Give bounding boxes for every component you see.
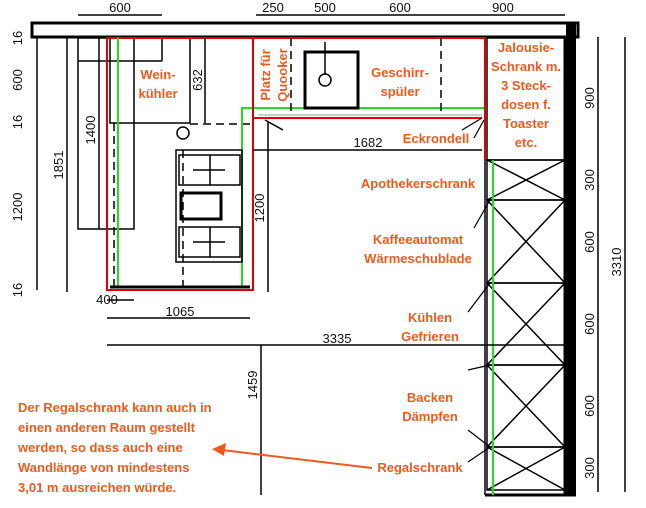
label-weinkuehler: kühler (138, 86, 177, 101)
note-text-line: werden, so dass auch eine (17, 440, 183, 455)
label-kuehlen: Kühlen (408, 310, 452, 325)
label-jalousie-schrank: Toaster (503, 116, 549, 131)
leader-lines (461, 117, 491, 463)
label-jalousie-schrank: dosen f. (501, 97, 551, 112)
note-text-line: einen anderen Raum gestellt (18, 420, 196, 435)
dim-top-600b: 600 (389, 0, 411, 15)
dim-1200: 1200 (252, 194, 267, 223)
dim-3335: 3335 (323, 331, 352, 346)
dim-1851: 1851 (51, 151, 66, 180)
label-backen: Backen (407, 390, 453, 405)
dim-right: 300 (582, 169, 597, 191)
dim-top-500: 500 (314, 0, 336, 15)
dim-left: 16 (10, 31, 25, 45)
label-quooker: Quooker (275, 48, 290, 101)
dim-right: 300 (582, 457, 597, 479)
label-weinkuehler: Wein- (140, 67, 175, 82)
note-text-line: Wandlänge von mindestens (18, 460, 189, 475)
label-daempfen: Dämpfen (402, 409, 458, 424)
label-regalschrank: Regalschrank (377, 460, 463, 475)
label-jalousie-schrank: Jalousie- (498, 40, 554, 55)
dim-left: 16 (10, 115, 25, 129)
label-geschirrspueler: Geschirr- (371, 65, 429, 80)
label-geschirrspueler: spüler (380, 84, 419, 99)
label-waermeschublade: Wärmeschublade (364, 251, 472, 266)
tall-cabinet-cell (486, 364, 566, 448)
dim-left: 600 (10, 69, 25, 91)
label-jalousie-schrank: etc. (515, 135, 537, 150)
sink-run (252, 37, 486, 160)
dim-1400: 1400 (83, 116, 98, 145)
dim-632: 632 (190, 69, 205, 91)
arrow-icon (212, 443, 373, 469)
sink-icon (303, 50, 360, 110)
tall-cabinet-cell (486, 159, 566, 201)
note-text-line: 3,01 m ausreichen würde. (18, 480, 176, 495)
tall-cabinet-cell (486, 446, 566, 491)
tall-cabinets (484, 37, 566, 495)
tall-cabinet-cell (486, 282, 566, 366)
dim-right: 600 (582, 231, 597, 253)
cooktop (175, 149, 243, 263)
dim-left: 16 (10, 283, 25, 297)
label-eckrondell: Eckrondell (403, 131, 469, 146)
dim-1459: 1459 (245, 371, 260, 400)
dim-top-900: 900 (492, 0, 514, 15)
dim-top-600: 600 (109, 0, 131, 15)
label-quooker: Platz für (258, 49, 273, 100)
dim-right: 900 (582, 87, 597, 109)
label-jalousie-schrank: Schrank m. (491, 59, 561, 74)
dimension-lines (36, 14, 626, 495)
dim-right: 600 (582, 395, 597, 417)
dim-1682: 1682 (354, 135, 383, 150)
dim-left: 1200 (10, 193, 25, 222)
dim-1065: 1065 (166, 304, 195, 319)
annotations: Wein- kühler Platz für Quooker Geschirr-… (17, 40, 561, 495)
note-text-line: Der Regalschrank kann auch in (18, 400, 212, 415)
label-jalousie-schrank: 3 Steck- (501, 78, 551, 93)
dim-400: 400 (96, 292, 118, 307)
dim-top-250: 250 (262, 0, 284, 15)
dim-3310: 3310 (609, 248, 624, 277)
socket-icon (176, 126, 190, 140)
tall-cabinet-cell (486, 199, 566, 284)
label-gefrieren: Gefrieren (401, 329, 459, 344)
dim-right: 600 (582, 313, 597, 335)
label-kaffeeautomat: Kaffeeautomat (373, 232, 464, 247)
dimension-labels: 600 250 500 600 900 16 600 16 1200 16 18… (10, 0, 624, 479)
label-apothekerschrank: Apothekerschrank (361, 176, 476, 191)
